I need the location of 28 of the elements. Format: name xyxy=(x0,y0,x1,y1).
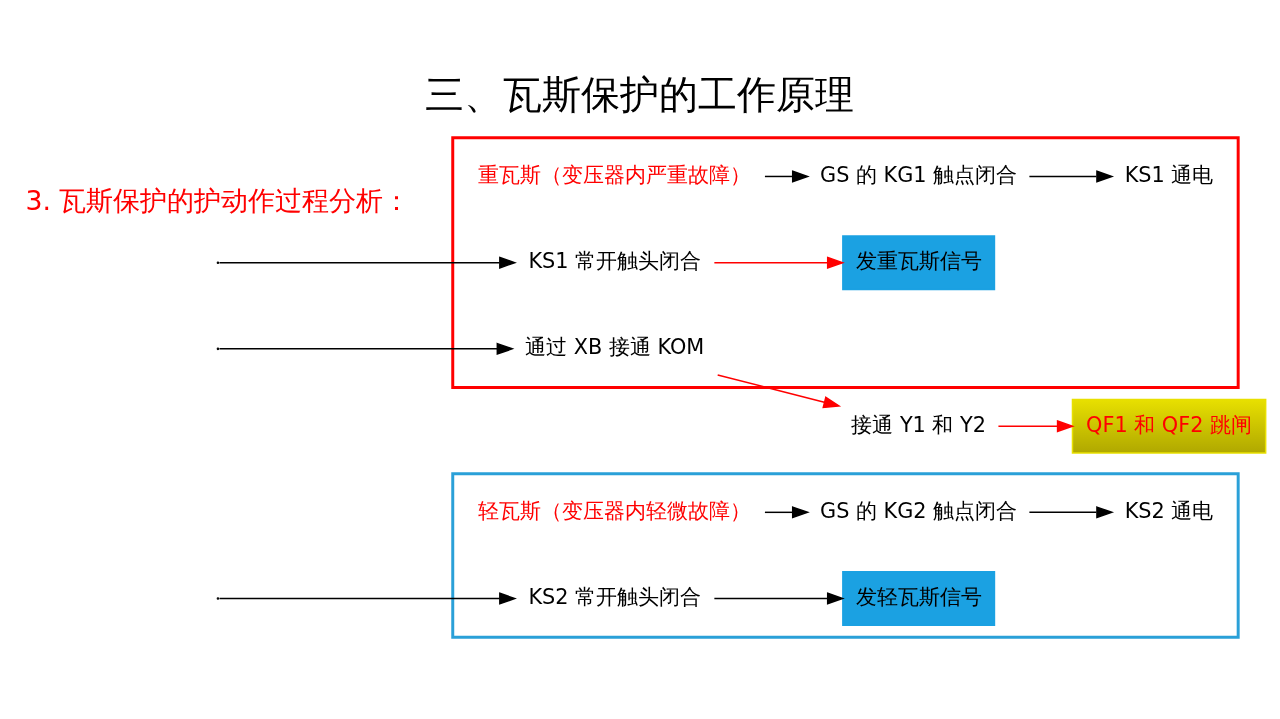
arrow xyxy=(218,342,515,355)
arrow xyxy=(713,591,845,605)
node-text: 轻瓦斯（变压器内轻微故障） xyxy=(478,498,752,523)
arrow xyxy=(764,505,810,519)
label: 3. 瓦斯保护的护动作过程分析： xyxy=(25,184,411,216)
node-text: 重瓦斯（变压器内严重故障） xyxy=(478,162,752,187)
node-box: QF1 和 QF2 跳闸 xyxy=(1071,398,1267,454)
node-text: GS 的 KG2 触点闭合 xyxy=(820,498,1018,523)
node-text: KS2 常开触头闭合 xyxy=(528,584,702,609)
arrow xyxy=(218,591,517,605)
node-text: 通过 XB 接通 KOM xyxy=(525,334,705,359)
arrow xyxy=(218,255,517,269)
node-box: 发重瓦斯信号 xyxy=(842,234,996,290)
node-box: 发轻瓦斯信号 xyxy=(842,570,996,626)
node-text: 接通 Y1 和 Y2 xyxy=(851,412,986,437)
cluster xyxy=(451,471,1240,639)
node-text: KS1 通电 xyxy=(1124,162,1214,187)
node-text: GS 的 KG1 触点闭合 xyxy=(820,162,1018,187)
arrow xyxy=(1028,505,1115,519)
node-text: KS1 常开触头闭合 xyxy=(528,248,702,273)
arrow xyxy=(716,373,842,408)
arrow xyxy=(1028,169,1115,183)
arrow xyxy=(713,255,845,269)
diagram-title: 三、瓦斯保护的工作原理 xyxy=(425,71,855,117)
arrow xyxy=(764,169,810,183)
cluster xyxy=(451,135,1240,389)
node-text: KS2 通电 xyxy=(1124,498,1214,523)
arrow xyxy=(997,419,1075,432)
